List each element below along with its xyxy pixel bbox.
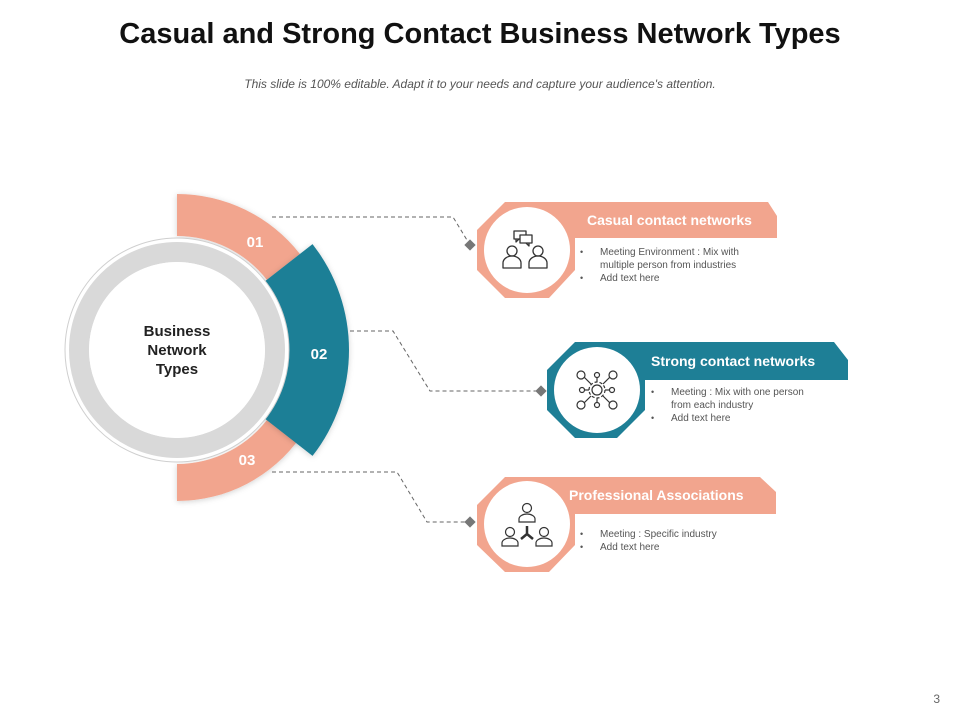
connector-diamond-01 <box>464 239 476 251</box>
segment-label-02: 02 <box>311 346 328 363</box>
card-3-bullets: Meeting : Specific industry Add text her… <box>580 528 770 554</box>
page-number: 3 <box>933 692 940 706</box>
segment-label-01: 01 <box>247 234 264 251</box>
segments-group: 01 03 02 <box>177 194 349 501</box>
connectors <box>272 216 547 528</box>
card-2-bullets: Meeting : Mix with one person from each … <box>651 386 811 425</box>
card-1-bullet-1: Meeting Environment : Mix with multiple … <box>580 246 760 272</box>
team-hierarchy-icon <box>501 502 553 547</box>
card-3-title: Professional Associations <box>569 487 744 503</box>
card-2-shape <box>547 342 848 438</box>
card-1-shape <box>477 202 777 298</box>
segment-label-03: 03 <box>239 452 256 469</box>
card-1-bullet-2: Add text here <box>580 272 760 285</box>
segment-03 <box>177 415 301 501</box>
center-inner-disc <box>89 262 265 438</box>
connector-01 <box>272 216 471 246</box>
card-2-bullet-1: Meeting : Mix with one person from each … <box>651 386 811 412</box>
segment-02 <box>262 244 349 456</box>
center-circle: Business Network Types <box>64 237 290 463</box>
slide-subtitle: This slide is 100% editable. Adapt it to… <box>244 77 716 91</box>
center-gray-ring <box>69 242 285 458</box>
connector-02 <box>350 330 541 392</box>
chat-people-icon <box>502 230 548 269</box>
connector-03 <box>272 471 470 523</box>
center-label-line-1: Business <box>144 323 211 340</box>
network-hub-icon <box>576 370 618 410</box>
card-1-bullets: Meeting Environment : Mix with multiple … <box>580 246 760 285</box>
connector-diamond-02 <box>535 385 547 397</box>
card-3-bullet-1: Meeting : Specific industry <box>580 528 770 541</box>
card-2-bullet-2: Add text here <box>651 412 811 425</box>
card-2-title: Strong contact networks <box>651 353 816 369</box>
center-label-line-3: Types <box>156 361 198 378</box>
card-3-bullet-2: Add text here <box>580 541 770 554</box>
card-1-title: Casual contact networks <box>587 212 752 228</box>
center-label-line-2: Network <box>147 342 207 359</box>
segment-01 <box>177 194 300 280</box>
connector-diamond-03 <box>464 516 476 528</box>
slide-title: Casual and Strong Contact Business Netwo… <box>119 18 841 50</box>
